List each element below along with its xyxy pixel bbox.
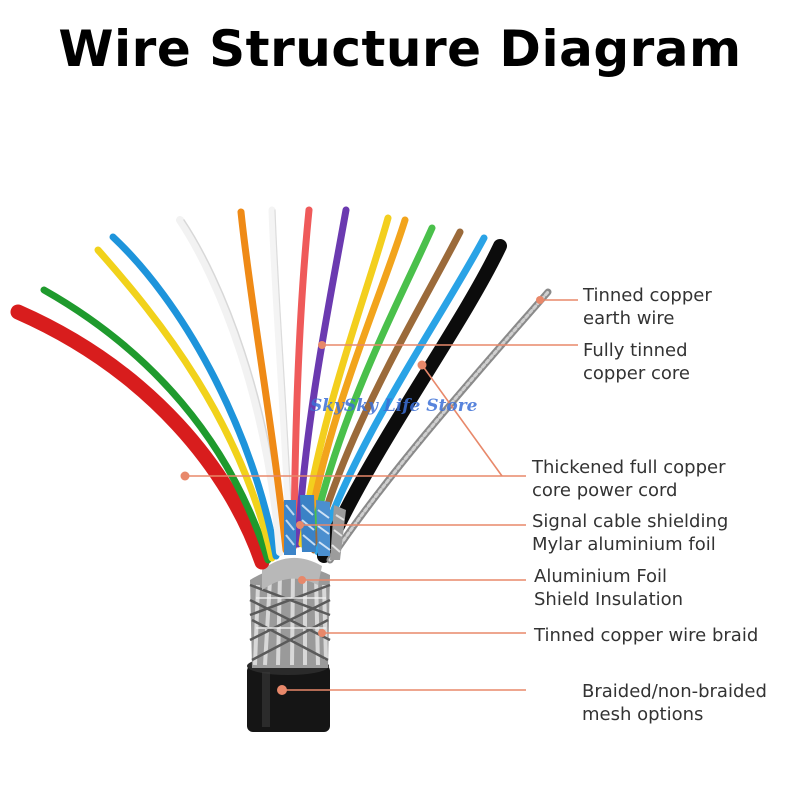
leader-power-cord [421, 364, 503, 477]
wire-white-1 [176, 216, 284, 556]
page-title: Wire Structure Diagram [58, 20, 742, 78]
wire-orange-1 [237, 208, 290, 554]
copper-braid [249, 557, 331, 668]
leader-lines [185, 299, 578, 691]
wire-white-2 [268, 206, 294, 552]
leader-dots [180, 296, 544, 695]
wire-orange-2 [302, 216, 409, 550]
wire-white-2-edge [274, 209, 294, 549]
wire-pink [290, 206, 313, 550]
foil-shields [284, 495, 346, 560]
label-wire-braid: Tinned copper wire braid [534, 625, 759, 646]
watermark: SkySky Life Store [310, 396, 478, 416]
outer-jacket [247, 657, 330, 732]
wires [10, 206, 552, 570]
wire-red [10, 304, 270, 570]
wire-yellow-1 [94, 246, 276, 562]
wire-green [40, 286, 272, 564]
wire-blue [109, 233, 280, 560]
wire-green-2 [306, 224, 436, 552]
